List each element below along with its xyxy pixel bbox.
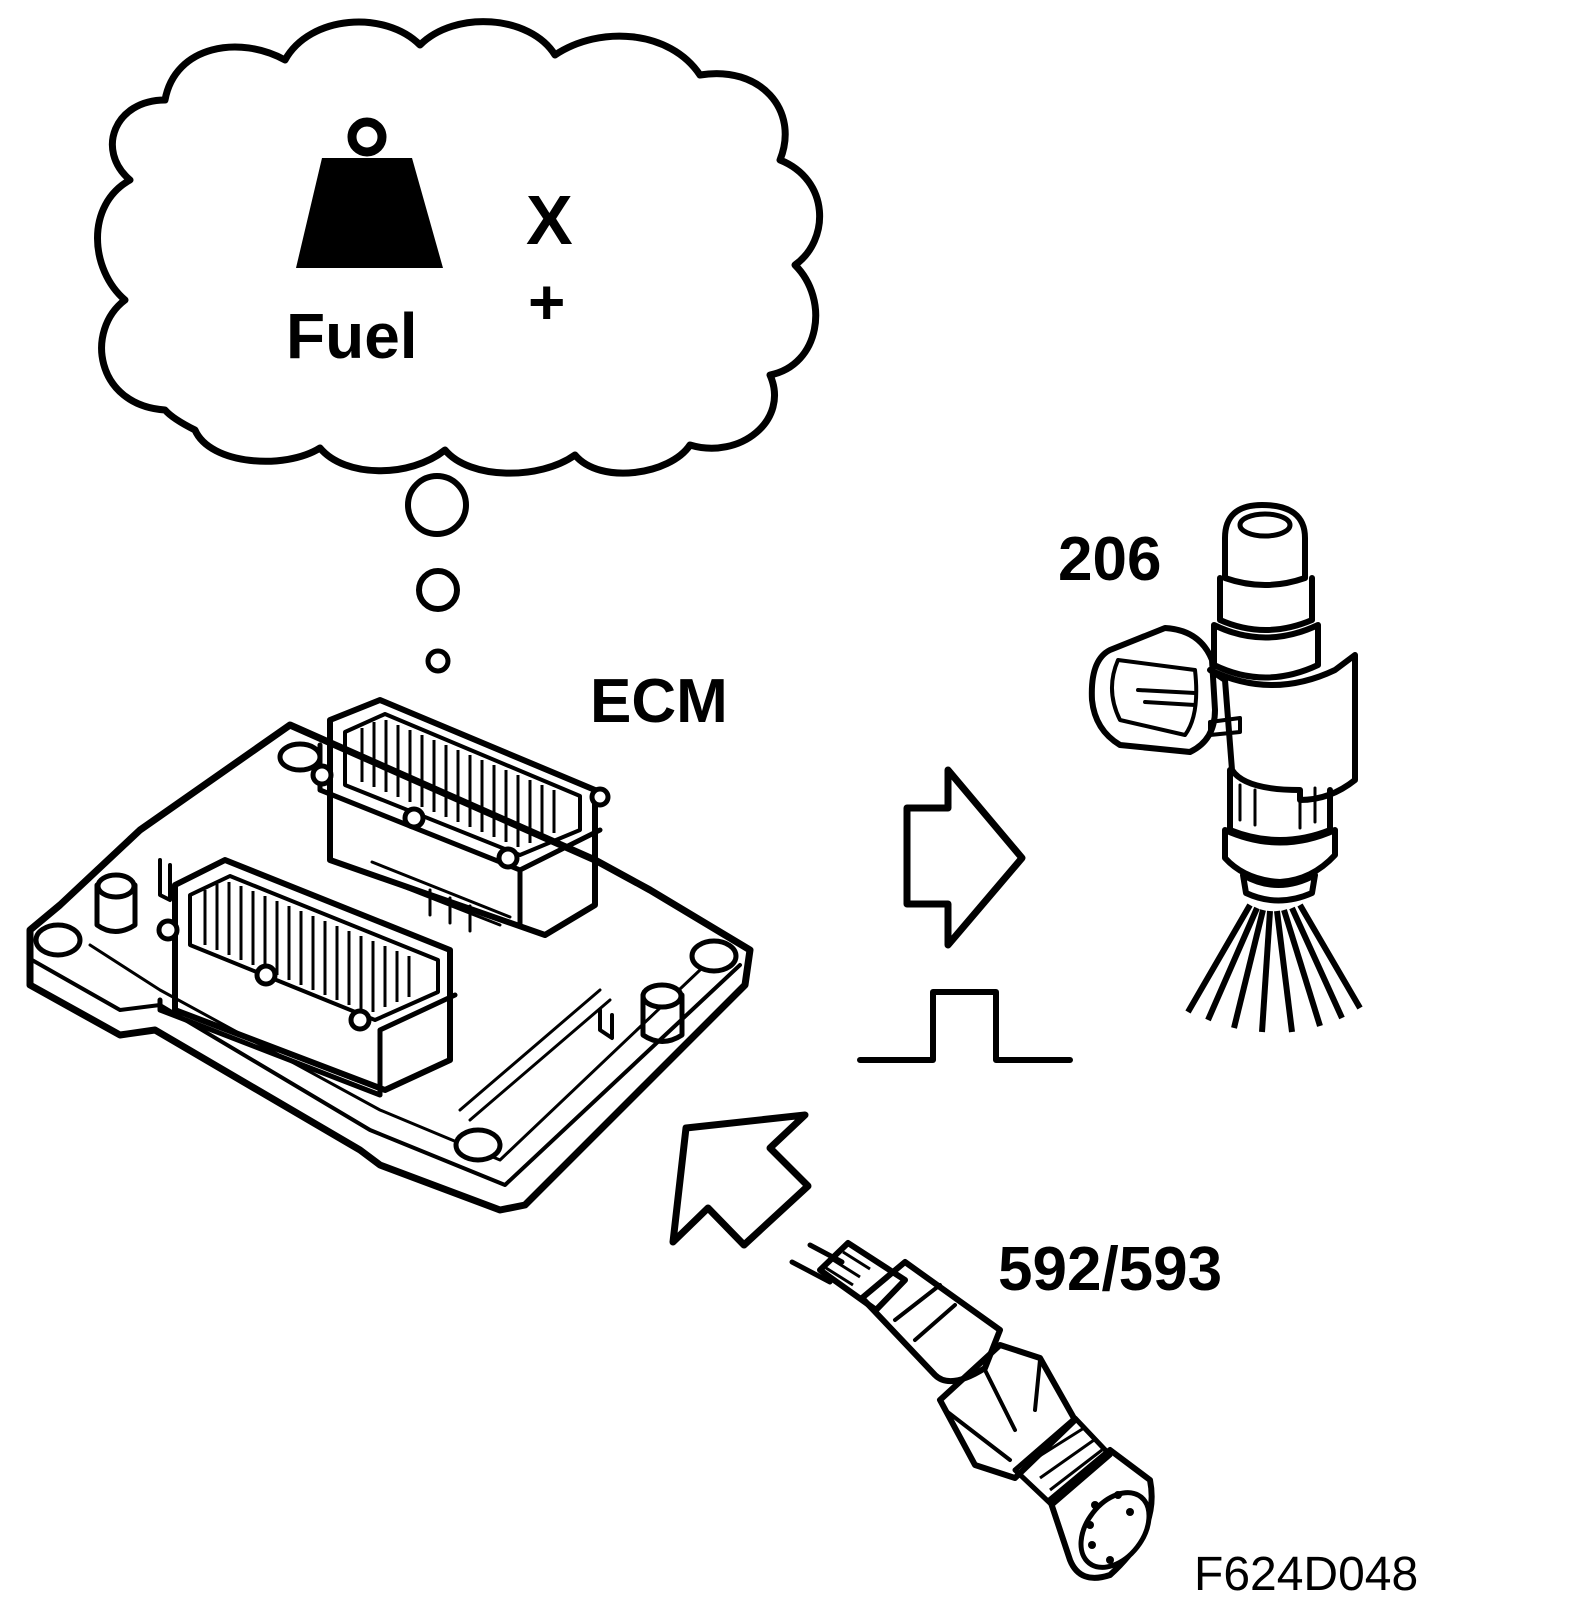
injector-inlet [1237, 511, 1293, 539]
injector-connector-shell [1088, 625, 1218, 755]
thought-bubble-large [405, 473, 469, 537]
lug-tab [158, 858, 172, 902]
connector-screw [254, 963, 278, 987]
connector-pins [360, 720, 556, 847]
sensor-shell-seam [893, 1283, 957, 1342]
injector-main-body [1207, 652, 1358, 803]
times-sign: X [526, 181, 573, 259]
weight-icon [296, 117, 443, 268]
sensor-boot-ribs [825, 1250, 871, 1287]
ecm-base-plate [26, 721, 754, 1214]
connector-pins [203, 882, 411, 1012]
connector-screw [310, 763, 334, 787]
ecm-mounting-lugs [33, 741, 739, 1163]
connector-socket [343, 712, 582, 857]
connector-screw [589, 786, 611, 808]
injector-top-cap [1222, 502, 1308, 588]
sensor-thread [1012, 1415, 1113, 1508]
injector-tip [1240, 872, 1318, 904]
injector-connector-inner [1109, 658, 1199, 737]
connector-screw [402, 806, 426, 830]
connector-shroud [157, 992, 458, 1098]
thought-bubble-medium [416, 568, 460, 612]
lug-tab [598, 1008, 614, 1040]
sensor-thread-lines [1029, 1426, 1103, 1492]
plus-sign: + [528, 266, 565, 338]
thought-bubble-small [425, 648, 451, 674]
ecm-connector-upper [310, 697, 611, 938]
ecm-unit: ECM [26, 667, 754, 1214]
injector-fuel-spray [1185, 903, 1363, 1033]
thought-bubbles [405, 473, 469, 674]
lug-post-top [95, 872, 137, 900]
injector-connector-latch [1136, 688, 1242, 737]
lug-post-top [640, 982, 684, 1010]
fuel-label: Fuel [286, 300, 418, 372]
sensor-hex-facets [943, 1358, 1042, 1462]
pulse-signal-icon [857, 989, 1073, 1063]
ecm-plate-groove [458, 988, 612, 1122]
figure-code: F624D048 [1194, 1548, 1418, 1601]
sensor-wire [789, 1242, 845, 1285]
ecm-plate-rim [88, 943, 702, 1162]
lug-hole [33, 922, 83, 958]
connector-screw [156, 918, 180, 942]
ecm-harness-bridge [358, 860, 512, 933]
connector-screw [496, 846, 520, 870]
injector-label: 206 [1058, 525, 1161, 594]
lug-hole [277, 741, 323, 773]
connector-housing [327, 697, 598, 938]
sensor-probe-holes [1086, 1491, 1134, 1564]
connector-housing [172, 857, 453, 1093]
oxygen-sensor-label: 592/593 [998, 1235, 1222, 1304]
lug-hole [453, 1127, 503, 1163]
right-arrow-icon [903, 766, 1026, 949]
connector-socket [188, 874, 440, 1022]
lug-hole [689, 938, 739, 974]
thought-cloud: Fuel X + [94, 18, 824, 477]
weight-body [296, 158, 443, 268]
ecm-plate-edge [30, 958, 742, 1187]
oxygen-sensor: 592/593 [789, 1235, 1222, 1581]
sensor-wire-boot [817, 1240, 908, 1313]
weight-ring [347, 117, 387, 157]
cloud-outline [94, 18, 824, 477]
sensor-probe [1047, 1447, 1155, 1581]
ecm-label: ECM [590, 667, 728, 736]
connector-screw [348, 1008, 372, 1032]
ecm-connector-lower [156, 857, 458, 1098]
fuel-injector: 206 [1058, 502, 1363, 1033]
injector-upper-body [1217, 575, 1315, 633]
injector-body-ribs [1238, 783, 1317, 830]
injector-collar [1211, 622, 1321, 681]
up-left-arrow-icon [669, 1111, 812, 1249]
